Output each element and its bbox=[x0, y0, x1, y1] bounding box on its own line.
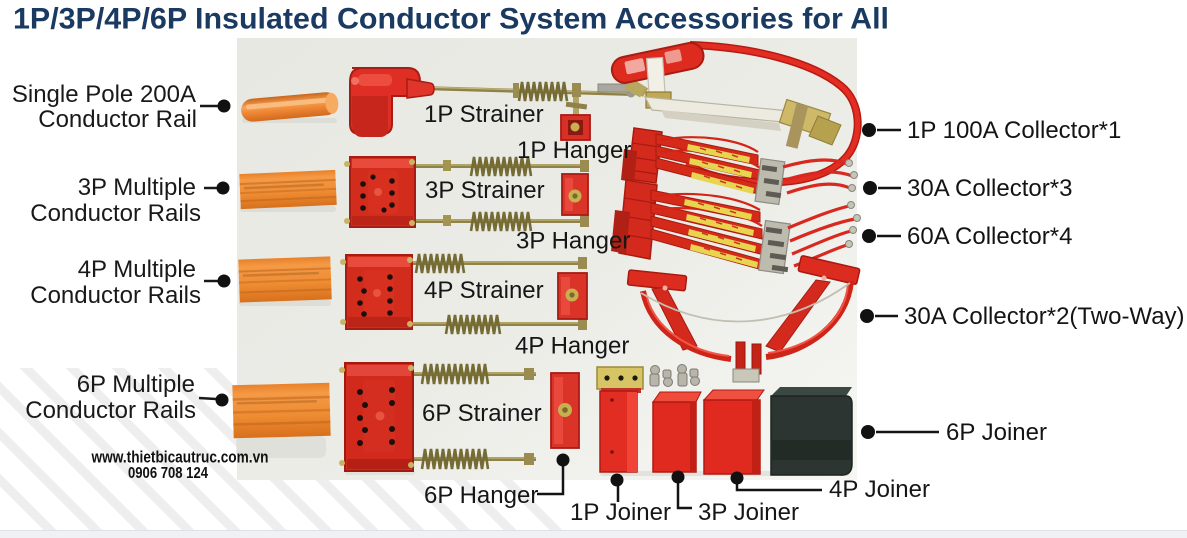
svg-text:1P Joiner: 1P Joiner bbox=[570, 499, 671, 526]
svg-text:Single Pole 200A: Single Pole 200A bbox=[12, 81, 196, 108]
svg-text:Conductor Rails: Conductor Rails bbox=[25, 397, 196, 424]
svg-text:30A Collector*2(Two-Way): 30A Collector*2(Two-Way) bbox=[904, 303, 1185, 330]
svg-text:0906 708 124: 0906 708 124 bbox=[128, 465, 208, 482]
svg-text:1P/3P/4P/6P Insulated Conducto: 1P/3P/4P/6P Insulated Conductor System A… bbox=[13, 3, 889, 36]
svg-text:1P Hanger: 1P Hanger bbox=[517, 137, 631, 164]
svg-text:3P Hanger: 3P Hanger bbox=[516, 228, 630, 255]
svg-text:Conductor Rails: Conductor Rails bbox=[30, 200, 201, 227]
svg-text:3P Joiner: 3P Joiner bbox=[698, 499, 799, 526]
svg-text:30A Collector*3: 30A Collector*3 bbox=[907, 175, 1072, 202]
svg-text:1P Strainer: 1P Strainer bbox=[424, 101, 544, 128]
svg-text:1P 100A Collector*1: 1P 100A Collector*1 bbox=[907, 117, 1121, 144]
svg-text:4P Joiner: 4P Joiner bbox=[829, 476, 930, 503]
svg-text:3P Strainer: 3P Strainer bbox=[425, 177, 545, 204]
svg-text:60A Collector*4: 60A Collector*4 bbox=[907, 223, 1072, 250]
svg-text:4P Multiple: 4P Multiple bbox=[78, 256, 196, 283]
svg-text:6P Joiner: 6P Joiner bbox=[946, 419, 1047, 446]
svg-text:Conductor Rail: Conductor Rail bbox=[38, 106, 197, 133]
svg-text:4P Strainer: 4P Strainer bbox=[424, 277, 544, 304]
svg-text:Conductor Rails: Conductor Rails bbox=[30, 282, 201, 309]
svg-text:4P Hanger: 4P Hanger bbox=[515, 333, 629, 360]
svg-text:6P Multiple: 6P Multiple bbox=[77, 371, 195, 398]
svg-text:6P Hanger: 6P Hanger bbox=[424, 482, 538, 509]
svg-text:3P Multiple: 3P Multiple bbox=[78, 174, 196, 201]
svg-text:www.thietbicautruc.com.vn: www.thietbicautruc.com.vn bbox=[91, 448, 269, 467]
svg-text:6P Strainer: 6P Strainer bbox=[422, 400, 542, 427]
